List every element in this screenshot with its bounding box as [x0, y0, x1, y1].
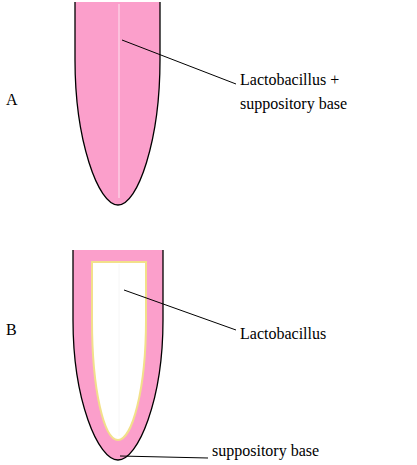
suppository-b-outline — [73, 250, 163, 460]
suppository-b-midline — [119, 264, 120, 436]
part-label: suppository base — [212, 439, 319, 463]
leader-line — [120, 456, 208, 458]
leader-line — [124, 290, 236, 330]
suppository-a-body — [75, 2, 160, 205]
suppository-b-body — [73, 250, 163, 460]
part-letter: A — [6, 88, 18, 112]
part-letter: B — [6, 318, 17, 342]
suppository-a-midline — [119, 4, 120, 198]
part-label: Lactobacillus — [240, 322, 326, 346]
suppository-a-outline — [75, 2, 160, 205]
part-label: Lactobacillus + suppository base — [240, 68, 380, 116]
leader-line — [122, 40, 236, 84]
lactobacillus-core — [92, 262, 146, 440]
